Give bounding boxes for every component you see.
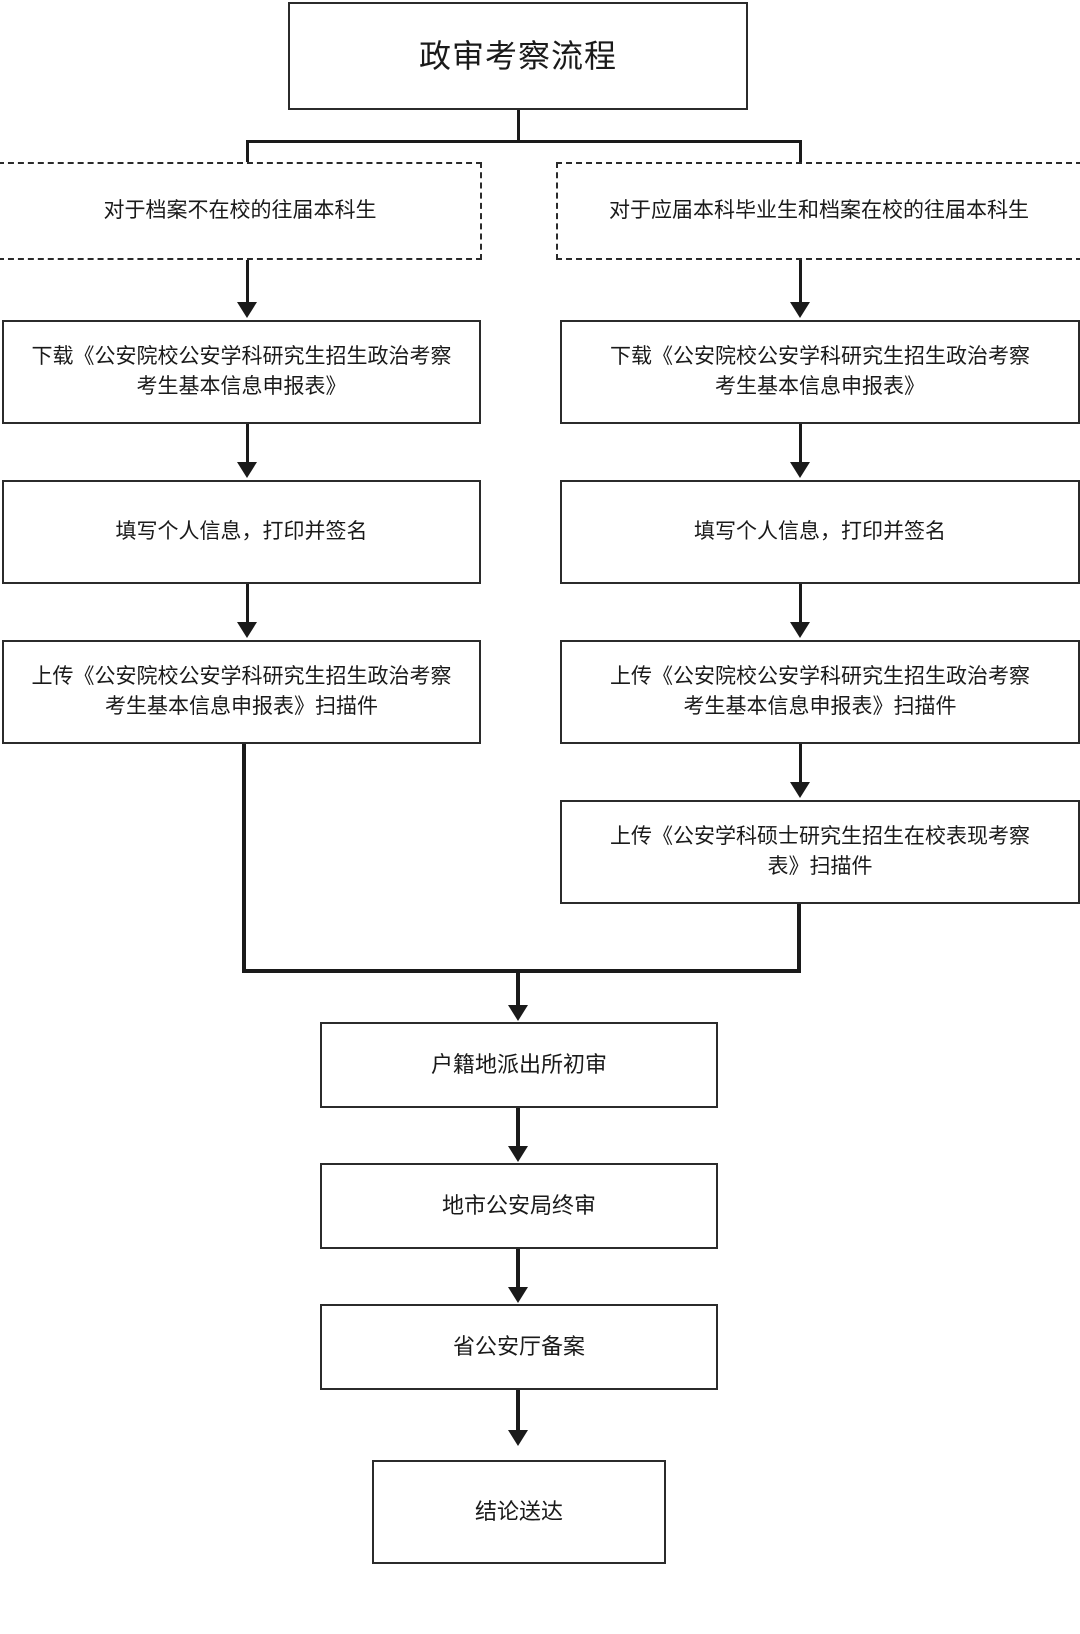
- common-step-label-1: 户籍地派出所初审: [430, 1052, 607, 1078]
- branch-label-left: 对于档案不在校的往届本科生: [103, 198, 377, 222]
- branch-label-right: 对于应届本科毕业生和档案在校的往届本科生: [609, 198, 1029, 222]
- arrowhead-common-a3: [508, 1430, 528, 1446]
- right-step-label-1: 下载《公安院校公安学科研究生招生政治考察 考生基本信息申报表》: [610, 344, 1030, 398]
- arrowhead-left-a1: [237, 302, 257, 318]
- common-step-label-3: 省公安厅备案: [452, 1334, 585, 1360]
- connector-split-drop-right: [799, 140, 802, 164]
- common-step-box-4: 结论送达: [372, 1460, 666, 1564]
- flowchart-title-box: 政审考察流程: [288, 2, 748, 110]
- right-step-label-4: 上传《公安学科硕士研究生招生在校表现考察 表》扫描件: [610, 824, 1030, 878]
- connector-left-to-merge: [242, 744, 246, 972]
- left-step-box-1: 下载《公安院校公安学科研究生招生政治考察 考生基本信息申报表》: [2, 320, 481, 424]
- connector-left-a1: [246, 260, 249, 306]
- right-step-box-3: 上传《公安院校公安学科研究生招生政治考察 考生基本信息申报表》扫描件: [560, 640, 1080, 744]
- arrowhead-left-a3: [237, 622, 257, 638]
- common-step-box-3: 省公安厅备案: [320, 1304, 718, 1390]
- left-step-box-2: 填写个人信息，打印并签名: [2, 480, 481, 584]
- connector-right-a2: [799, 424, 802, 468]
- branch-box-right: 对于应届本科毕业生和档案在校的往届本科生: [556, 162, 1080, 260]
- arrowhead-merge-drop: [508, 1005, 528, 1021]
- connector-right-a4: [799, 744, 802, 788]
- arrowhead-right-a1: [790, 302, 810, 318]
- arrowhead-right-a3: [790, 622, 810, 638]
- common-step-label-2: 地市公安局终审: [441, 1193, 596, 1219]
- flowchart-title-text: 政审考察流程: [418, 37, 617, 74]
- right-step-box-1: 下载《公安院校公安学科研究生招生政治考察 考生基本信息申报表》: [560, 320, 1080, 424]
- right-step-label-2: 填写个人信息，打印并签名: [694, 519, 946, 543]
- common-step-box-1: 户籍地派出所初审: [320, 1022, 718, 1108]
- common-step-label-4: 结论送达: [474, 1499, 563, 1525]
- connector-left-a2: [246, 424, 249, 468]
- right-step-label-3: 上传《公安院校公安学科研究生招生政治考察 考生基本信息申报表》扫描件: [610, 664, 1030, 718]
- connector-right-a3: [799, 584, 802, 628]
- left-step-label-1: 下载《公安院校公安学科研究生招生政治考察 考生基本信息申报表》: [31, 344, 452, 398]
- connector-left-a3: [246, 584, 249, 628]
- left-step-box-3: 上传《公安院校公安学科研究生招生政治考察 考生基本信息申报表》扫描件: [2, 640, 481, 744]
- arrowhead-common-a2: [508, 1287, 528, 1303]
- connector-right-a1: [799, 260, 802, 306]
- common-step-box-2: 地市公安局终审: [320, 1163, 718, 1249]
- left-step-label-3: 上传《公安院校公安学科研究生招生政治考察 考生基本信息申报表》扫描件: [31, 664, 452, 718]
- connector-split-bar: [246, 140, 802, 143]
- right-step-box-4: 上传《公安学科硕士研究生招生在校表现考察 表》扫描件: [560, 800, 1080, 904]
- connector-title-stem: [517, 110, 520, 142]
- connector-merge-drop: [516, 969, 520, 1009]
- arrowhead-common-a1: [508, 1146, 528, 1162]
- arrowhead-left-a2: [237, 462, 257, 478]
- connector-merge-bar: [242, 969, 801, 973]
- right-step-box-2: 填写个人信息，打印并签名: [560, 480, 1080, 584]
- branch-box-left: 对于档案不在校的往届本科生: [0, 162, 482, 260]
- connector-common-a2: [516, 1249, 520, 1293]
- left-step-label-2: 填写个人信息，打印并签名: [115, 519, 368, 543]
- arrowhead-right-a4: [790, 782, 810, 798]
- connector-split-drop-left: [246, 140, 249, 164]
- arrowhead-right-a2: [790, 462, 810, 478]
- connector-common-a1: [516, 1108, 520, 1152]
- connector-right-to-merge: [797, 904, 801, 972]
- connector-common-a3: [516, 1390, 520, 1436]
